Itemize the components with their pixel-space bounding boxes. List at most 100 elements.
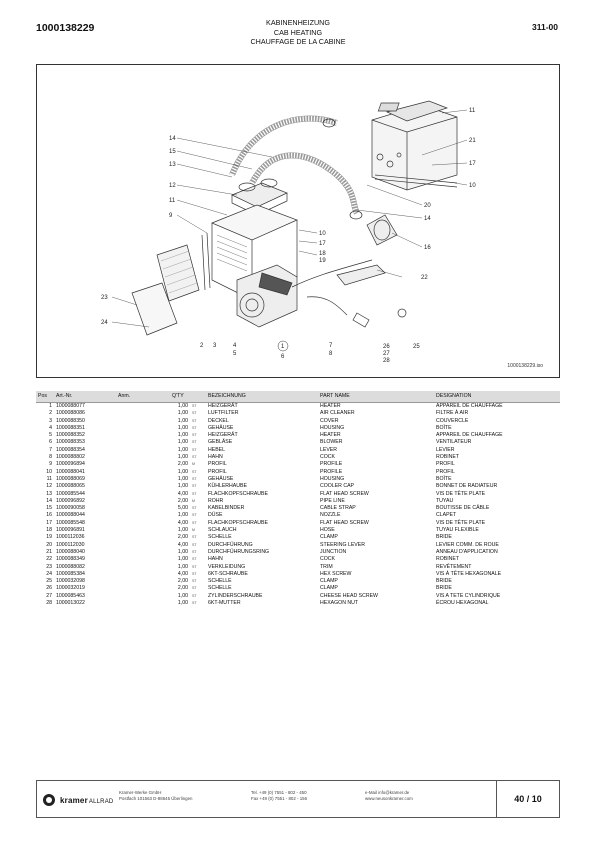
cell-unit: ST (192, 571, 197, 576)
company-line-1: Kramer-Werke GmbH (119, 790, 162, 795)
cell-anm (116, 439, 170, 446)
cell-art: 1000088086 (56, 410, 85, 417)
callout-23: 23 (101, 295, 108, 301)
cell-des: BOÎTE (436, 475, 452, 482)
cell-qty: 1,00 (177, 403, 188, 409)
cell-qty: 1,00 (177, 410, 188, 417)
cell-bez: ZYLINDERSCHRAUBE (208, 592, 263, 599)
cell-art: 1000096891 (56, 527, 85, 534)
callout-26: 26 (383, 344, 390, 350)
cell-pos: 2 (49, 410, 52, 417)
cell-des: LEVIER COMM. DE ROUE (436, 541, 499, 548)
cell-art: 1000032019 (56, 585, 85, 592)
cell-anm (116, 578, 170, 585)
cell-art: 1000088041 (56, 468, 85, 475)
cell-unit: ST (192, 469, 197, 474)
cell-art: 1000088352 (56, 432, 85, 439)
cell-anm (116, 483, 170, 490)
callout-labels: 14 15 13 12 11 9 23 24 2 3 4 5 1 6 7 8 1… (101, 108, 476, 364)
logo-brand-sub: ALLRAD (88, 798, 114, 805)
cell-bez: HEIZGERÄT (208, 403, 238, 409)
cell-des: CLAPET (436, 512, 457, 519)
cell-des: APPAREIL DE CHAUFFAGE (436, 403, 503, 409)
callout-10-mid: 10 (319, 231, 326, 237)
cell-des: ANNEAU D'APPLICATION (436, 548, 498, 555)
callout-11: 11 (169, 198, 176, 204)
cell-unit: ST (192, 601, 197, 606)
cell-qty: 1,00 (177, 563, 188, 570)
cell-pn: COVER (320, 417, 339, 424)
cell-qty: 1,00 (177, 548, 188, 555)
kramer-logo: kramerALLRAD (43, 794, 113, 806)
cell-anm (116, 491, 170, 498)
cell-pn: FLAT HEAD SCREW (320, 490, 369, 497)
cell-pn: CHEESE HEAD SCREW (320, 592, 378, 599)
cell-pos: 18 (46, 527, 52, 534)
cell-unit: ST (192, 520, 197, 525)
callout-22: 22 (421, 275, 428, 281)
cell-des: ROBINET (436, 454, 460, 461)
logo-brand: kramerALLRAD (60, 796, 113, 805)
cell-unit: ST (192, 404, 197, 408)
cell-art: 1000088353 (56, 439, 85, 446)
cell-pos: 8 (49, 454, 52, 461)
logo-icon (43, 794, 55, 806)
company-phone: Tel. +49 (0) 7551 - 802 - 450 Fax +49 (0… (251, 790, 307, 802)
cell-anm (116, 512, 170, 519)
cell-pn: CABLE STRAP (320, 505, 356, 512)
cell-qty: 1,00 (177, 512, 188, 519)
cell-anm (116, 498, 170, 505)
cell-qty: 4,00 (177, 541, 188, 548)
callout-8: 8 (329, 351, 333, 357)
cell-pn: HOSE (320, 527, 335, 534)
cell-des: ÉCROU HEXAGONAL (436, 600, 489, 607)
cell-pn: HEATER (320, 403, 341, 409)
cell-anm (116, 534, 170, 541)
company-address: Kramer-Werke GmbH Postfach 101563 D-8864… (119, 790, 192, 802)
cell-anm (116, 520, 170, 527)
cell-unit: ST (192, 484, 197, 489)
cell-qty: 1,00 (177, 432, 188, 439)
callout-5: 5 (233, 351, 237, 357)
cell-pos: 6 (49, 439, 52, 446)
figure-filename: 1000138229.iso (507, 363, 543, 369)
cell-art: 1000090058 (56, 505, 85, 512)
cell-des: COUVERCLE (436, 417, 469, 424)
cell-pn: PROFILE (320, 461, 343, 468)
cell-des: BOÎTE (436, 424, 452, 431)
cell-qty: 1,00 (177, 439, 188, 446)
exploded-view-figure: 14 15 13 12 11 9 23 24 2 3 4 5 1 6 7 8 1… (36, 64, 560, 378)
cell-art: 1000085384 (56, 570, 85, 577)
cell-pn: TRIM (320, 563, 333, 570)
cell-qty: 1,00 (177, 468, 188, 475)
cell-art: 1000088040 (56, 548, 85, 555)
callout-21: 21 (469, 138, 476, 144)
cell-bez: ROHR (208, 497, 224, 504)
callout-11-right: 11 (469, 108, 476, 114)
cell-qty: 1,00 (177, 454, 188, 461)
cell-bez: KABELBINDER (208, 505, 245, 512)
cell-pos: 26 (46, 585, 52, 592)
cell-anm (116, 600, 170, 607)
cell-unit: ST (192, 593, 197, 598)
cell-anm (116, 527, 170, 534)
document-number: 1000138229 (36, 22, 95, 34)
callout-7: 7 (329, 343, 333, 349)
logo-brand-text: kramer (60, 795, 88, 805)
cell-pos: 15 (46, 505, 52, 512)
col-art: Art.-Nr. (54, 391, 116, 403)
cell-anm (116, 410, 170, 417)
cell-qty: 1,00 (177, 417, 188, 424)
